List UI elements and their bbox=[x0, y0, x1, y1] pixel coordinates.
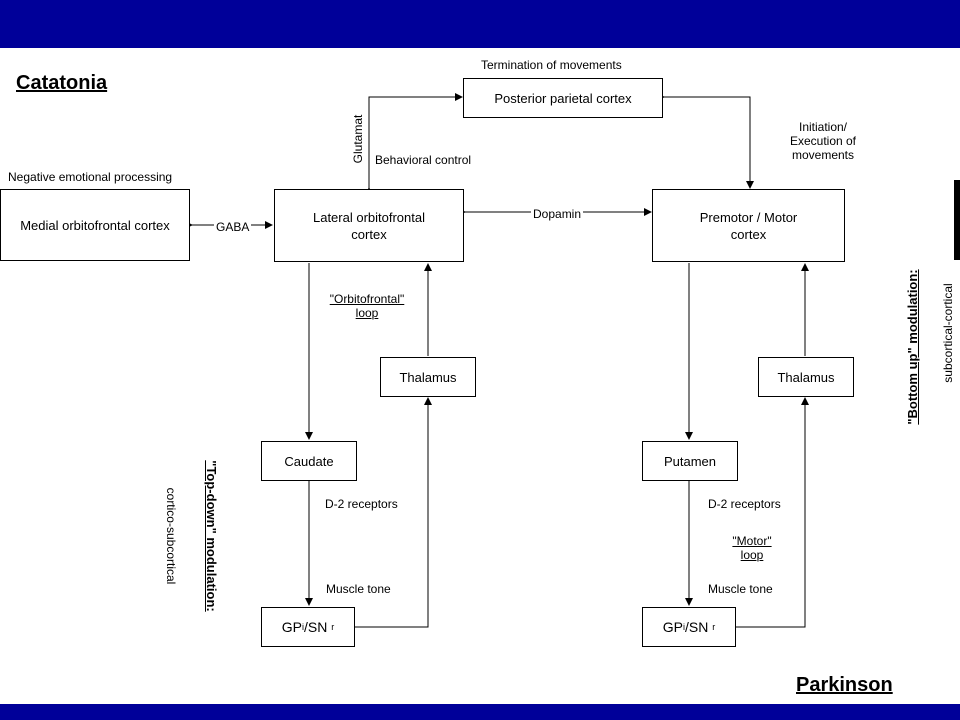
sn-subscript: r bbox=[331, 621, 335, 632]
box-caudate: Caudate bbox=[261, 441, 357, 481]
label-muscle-tone-left: Muscle tone bbox=[326, 582, 391, 596]
label-glutamat: Glutamat bbox=[351, 114, 365, 164]
label-behavioral-control: Behavioral control bbox=[375, 153, 472, 167]
edge-parietal-premotor bbox=[657, 93, 754, 189]
label-top-down-modulation: "Top-down" modulation: bbox=[204, 460, 219, 612]
gp-label: GP bbox=[662, 618, 683, 635]
label-initiation-execution: Initiation/ Execution of movements bbox=[778, 120, 868, 162]
edge-gp-thalamus-left bbox=[355, 397, 432, 628]
title-catatonia: Catatonia bbox=[16, 72, 108, 94]
sn-label: /SN bbox=[304, 618, 328, 635]
box-medial-orbitofrontal-cortex: Medial orbitofrontal cortex bbox=[0, 189, 190, 261]
box-lateral-orbitofrontal-cortex: Lateral orbitofrontal cortex bbox=[274, 189, 464, 262]
label-bottom-up-modulation: "Bottom up" modulation: bbox=[905, 269, 920, 425]
label-d2-receptors-left: D-2 receptors bbox=[325, 497, 398, 511]
label-initiation-line1: Initiation/ bbox=[798, 120, 848, 134]
sn-subscript: r bbox=[712, 621, 716, 632]
right-edge-mark bbox=[954, 180, 960, 260]
label-motor-loop: "Motor" loop bbox=[712, 534, 792, 562]
label-dopamin: Dopamin bbox=[531, 207, 584, 221]
label-initiation-line2: Execution of bbox=[789, 134, 857, 148]
label-orbitofrontal-loop: "Orbitofrontal" loop bbox=[312, 292, 422, 320]
gp-subscript: i bbox=[302, 621, 304, 632]
label-termination-of-movements: Termination of movements bbox=[481, 58, 622, 72]
top-banner bbox=[0, 0, 960, 48]
label-subcortical-cortical: subcortical-cortical bbox=[941, 283, 955, 383]
edge-gp-thalamus-right bbox=[735, 397, 809, 628]
label-motor-loop-line2: loop bbox=[740, 548, 764, 562]
label-negative-emotional-processing: Negative emotional processing bbox=[8, 170, 173, 184]
box-thalamus-right: Thalamus bbox=[758, 357, 854, 397]
label-d2-receptors-right: D-2 receptors bbox=[708, 497, 781, 511]
label-motor-loop-line1: "Motor" bbox=[732, 534, 772, 548]
box-putamen: Putamen bbox=[642, 441, 738, 481]
box-posterior-parietal-cortex: Posterior parietal cortex bbox=[463, 78, 663, 118]
box-premotor-motor-cortex: Premotor / Motor cortex bbox=[652, 189, 845, 262]
edge-lofc-parietal bbox=[365, 93, 463, 195]
sn-label: /SN bbox=[685, 618, 709, 635]
label-orbitofrontal-loop-line1: "Orbitofrontal" bbox=[329, 292, 405, 306]
box-thalamus-left: Thalamus bbox=[380, 357, 476, 397]
bottom-banner bbox=[0, 704, 960, 720]
label-orbitofrontal-loop-line2: loop bbox=[355, 306, 379, 320]
gp-subscript: i bbox=[683, 621, 685, 632]
gp-label: GP bbox=[281, 618, 302, 635]
label-initiation-line3: movements bbox=[791, 148, 855, 162]
label-cortico-subcortical: cortico-subcortical bbox=[164, 487, 178, 585]
label-muscle-tone-right: Muscle tone bbox=[708, 582, 773, 596]
label-gaba: GABA bbox=[214, 220, 252, 234]
title-parkinson: Parkinson bbox=[796, 674, 893, 696]
